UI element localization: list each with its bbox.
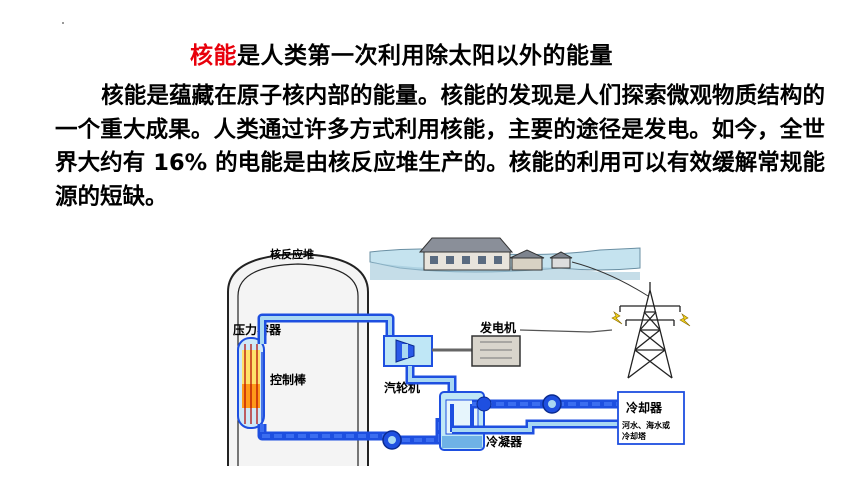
- title-highlight: 核能: [190, 43, 237, 69]
- decorative-dot: [62, 22, 64, 24]
- spark-icon: [611, 311, 691, 327]
- label-cooler-note-line1: 河水、海水或: [622, 420, 670, 430]
- cooler-box: [617, 391, 685, 445]
- title-rest: 是人类第一次利用除太阳以外的能量: [237, 43, 613, 69]
- transmission-tower-icon: [619, 282, 681, 379]
- condensate-pump-icon: [476, 396, 492, 412]
- label-condenser: 冷凝器: [486, 434, 523, 449]
- label-reactor: 核反应堆: [270, 247, 314, 261]
- house-icon: [418, 237, 573, 271]
- label-generator: 发电机: [479, 320, 516, 335]
- generator-icon: [471, 335, 521, 367]
- label-control-rod: 控制棒: [270, 372, 307, 387]
- generator-cable: [519, 329, 613, 333]
- label-cooler: 冷却器: [626, 400, 663, 415]
- power-line: [571, 261, 649, 297]
- turbine: [383, 335, 433, 367]
- label-cooler-note-line2: 冷却塔: [622, 431, 647, 441]
- reactor-inner-wall: [237, 263, 359, 466]
- riverbank: [370, 262, 640, 280]
- body-paragraph-text: 核能是蕴藏在原子核内部的能量。核能的发现是人们探索微观物质结构的一个重大成果。人…: [55, 83, 825, 210]
- body-paragraph: 核能是蕴藏在原子核内部的能量。核能的发现是人们探索微观物质结构的一个重大成果。人…: [55, 80, 825, 214]
- slide-title: 核能是人类第一次利用除太阳以外的能量: [190, 36, 613, 70]
- pressure-vessel: [237, 337, 265, 429]
